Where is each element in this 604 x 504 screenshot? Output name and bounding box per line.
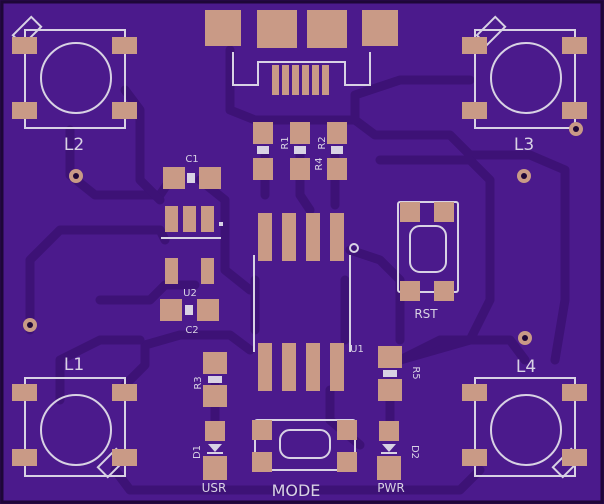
silkscreen-labels: L2 L3 L1 L4 C1 C2 U2 U1 R1 R2 R4 R3 R5 D… [64,135,536,500]
label-l2: L2 [64,135,84,155]
label-l4: L4 [516,357,536,377]
label-r5: R5 [410,366,421,379]
label-rst: RST [414,307,438,321]
component-body-marks [185,146,397,383]
label-u2: U2 [183,288,197,299]
label-c1: C1 [185,154,198,165]
silkscreen-outlines [24,29,576,477]
vias [23,122,583,345]
label-r3: R3 [193,376,204,389]
label-d2: D2 [409,445,420,459]
label-r2: R2 [317,136,328,149]
label-mode: MODE [272,481,321,500]
label-pwr: PWR [377,481,404,495]
label-d1: D1 [192,445,203,459]
label-u1: U1 [350,344,364,355]
label-l1: L1 [64,355,84,375]
copper-pads [12,10,587,480]
copper-traces [25,45,570,495]
label-r4: R4 [314,157,325,170]
diode-symbols [207,444,397,454]
label-r1: R1 [280,136,291,149]
label-c2: C2 [185,325,198,336]
label-l3: L3 [514,135,534,155]
label-usr: USR [202,481,227,495]
